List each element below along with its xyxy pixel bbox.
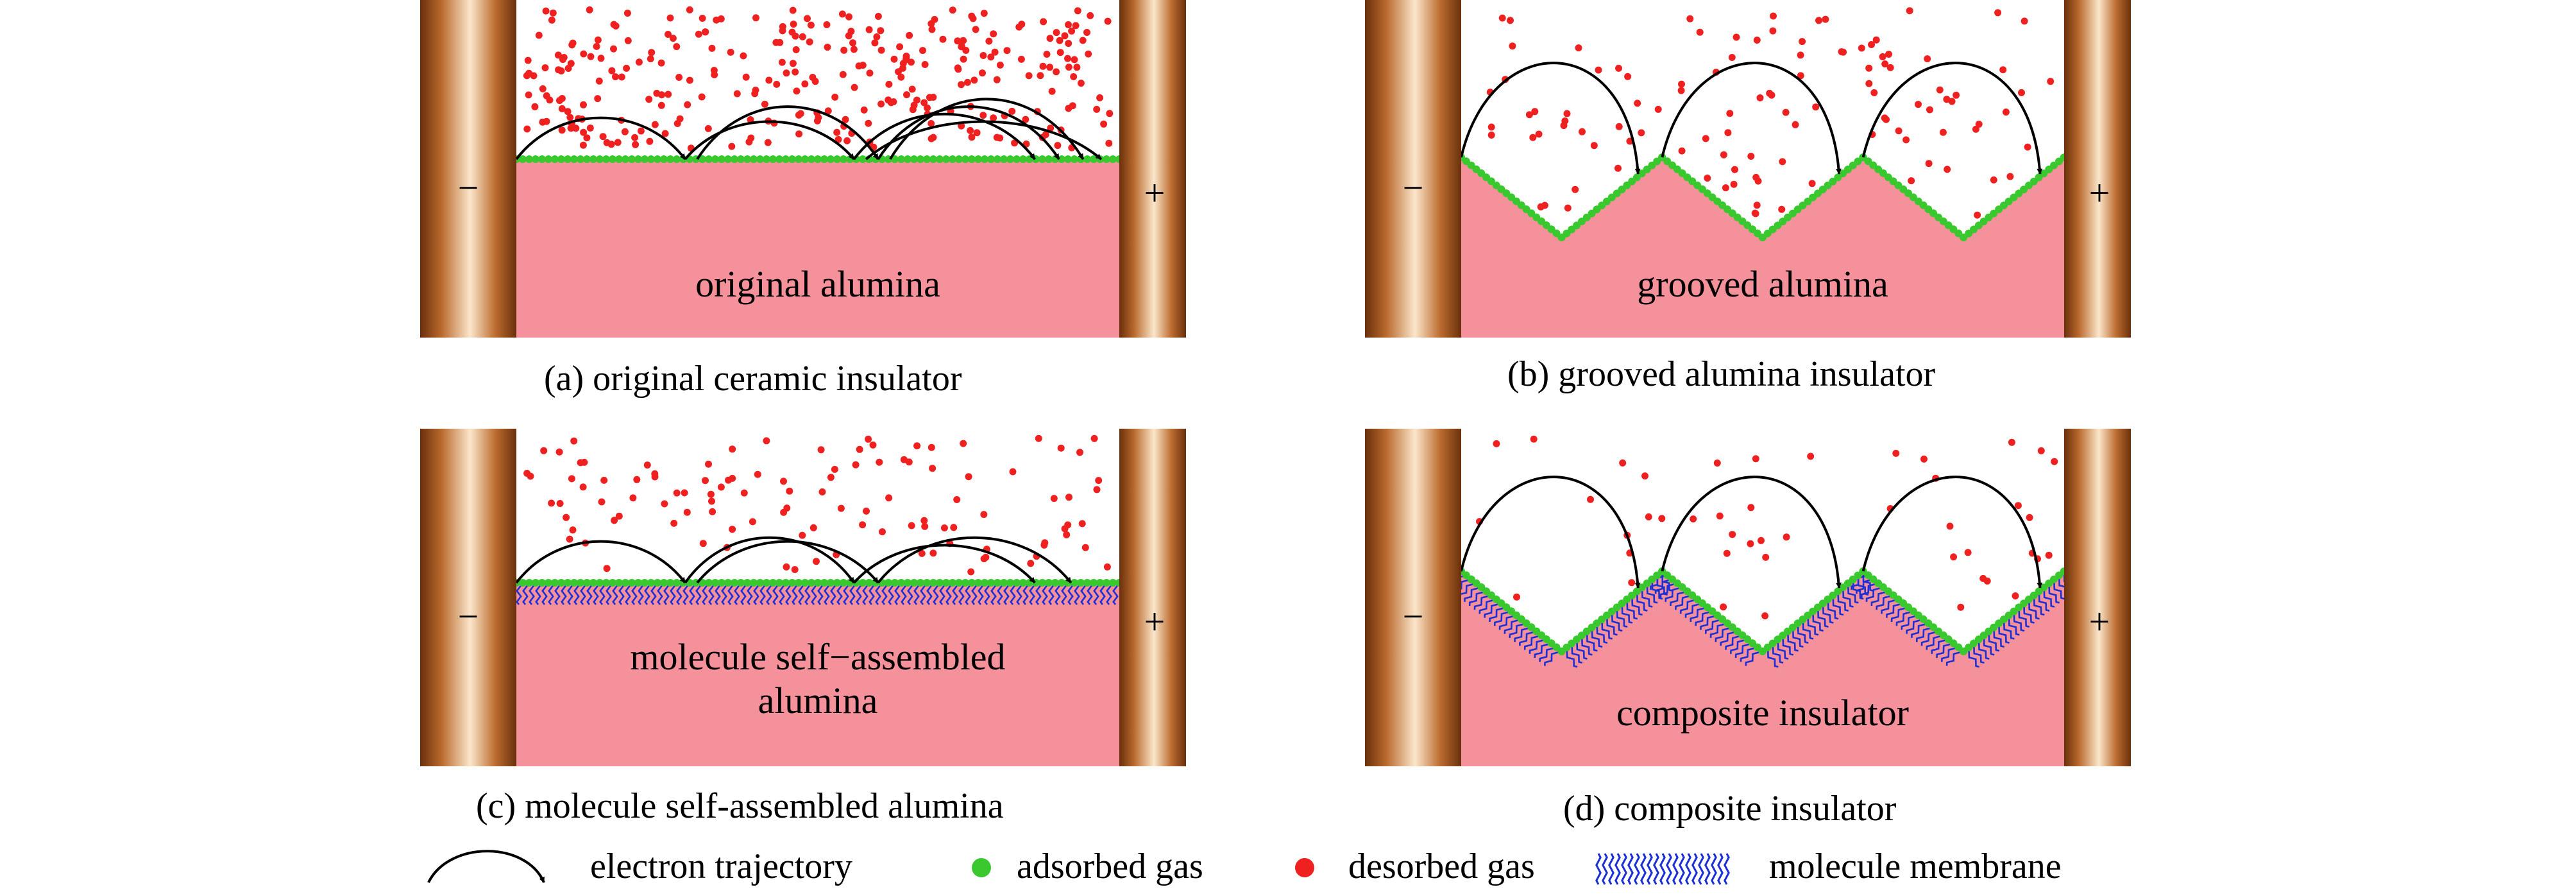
- legend-trajectory-icon: [427, 850, 545, 883]
- desorbed-gas-cloud: [523, 434, 1111, 576]
- caption-d: (d) composite insulator: [1563, 789, 1897, 829]
- alumina-body: [1461, 571, 2064, 766]
- legend-molecule-membrane-label: molecule membrane: [1769, 847, 2062, 886]
- cathode-sign: −: [458, 167, 479, 209]
- legend-desorbed-gas-label: desorbed gas: [1348, 847, 1535, 886]
- alumina-body: [516, 583, 1119, 766]
- anode-electrode: [2064, 429, 2131, 766]
- panel-label: grooved alumina: [1637, 263, 1888, 305]
- caption-b: (b) grooved alumina insulator: [1507, 354, 1936, 394]
- anode-electrode: [1119, 0, 1186, 338]
- cathode-electrode: [420, 0, 516, 338]
- legend-desorbed-gas-dot: [1295, 858, 1314, 877]
- panel-label: original alumina: [695, 263, 940, 305]
- adsorbed-gas-layer: [1457, 153, 2068, 241]
- legend-electron-trajectory-label: electron trajectory: [590, 847, 852, 886]
- alumina-body: [1461, 157, 2064, 338]
- legend-adsorbed-gas-dot: [972, 858, 991, 877]
- alumina-body: [516, 159, 1119, 338]
- molecule-membrane: [1448, 572, 2075, 668]
- cathode-electrode: [420, 429, 516, 766]
- electron-trajectories: [515, 536, 1072, 584]
- adsorbed-gas-layer: [513, 579, 1123, 587]
- desorbed-gas-cloud: [1486, 7, 2055, 219]
- anode-sign: +: [2089, 601, 2110, 642]
- caption-a: (a) original ceramic insulator: [544, 359, 962, 399]
- panel-b: − + grooved alumina: [1365, 0, 2131, 338]
- anode-sign: +: [1144, 172, 1165, 214]
- legend-membrane-icon: [1595, 853, 1730, 885]
- electron-trajectories: [515, 98, 1103, 160]
- panel-d: − + composite insulator: [1365, 429, 2131, 766]
- cathode-electrode: [1365, 429, 1461, 766]
- adsorbed-gas-layer: [1457, 567, 2068, 655]
- panel-label-line-1: molecule self−assembled: [630, 636, 1005, 678]
- panel-a: − + original alumina: [420, 0, 1186, 338]
- cathode-electrode: [1365, 0, 1461, 338]
- panel-label: composite insulator: [1616, 692, 1909, 734]
- electron-trajectories: [1460, 62, 2043, 175]
- anode-sign: +: [1144, 601, 1165, 642]
- panel-label-line-2: alumina: [758, 680, 878, 721]
- anode-electrode: [2064, 0, 2131, 338]
- legend-adsorbed-gas-label: adsorbed gas: [1017, 847, 1203, 886]
- anode-sign: +: [2089, 172, 2110, 214]
- cathode-sign: −: [458, 596, 479, 637]
- desorbed-gas-cloud: [523, 6, 1114, 152]
- cathode-sign: −: [1403, 167, 1424, 209]
- electron-trajectories: [1460, 476, 2043, 589]
- anode-electrode: [1119, 429, 1186, 766]
- molecule-membrane: [516, 582, 1119, 605]
- cathode-sign: −: [1403, 596, 1424, 637]
- desorbed-gas-cloud: [1476, 435, 2058, 620]
- caption-c: (c) molecule self-assembled alumina: [476, 786, 1004, 826]
